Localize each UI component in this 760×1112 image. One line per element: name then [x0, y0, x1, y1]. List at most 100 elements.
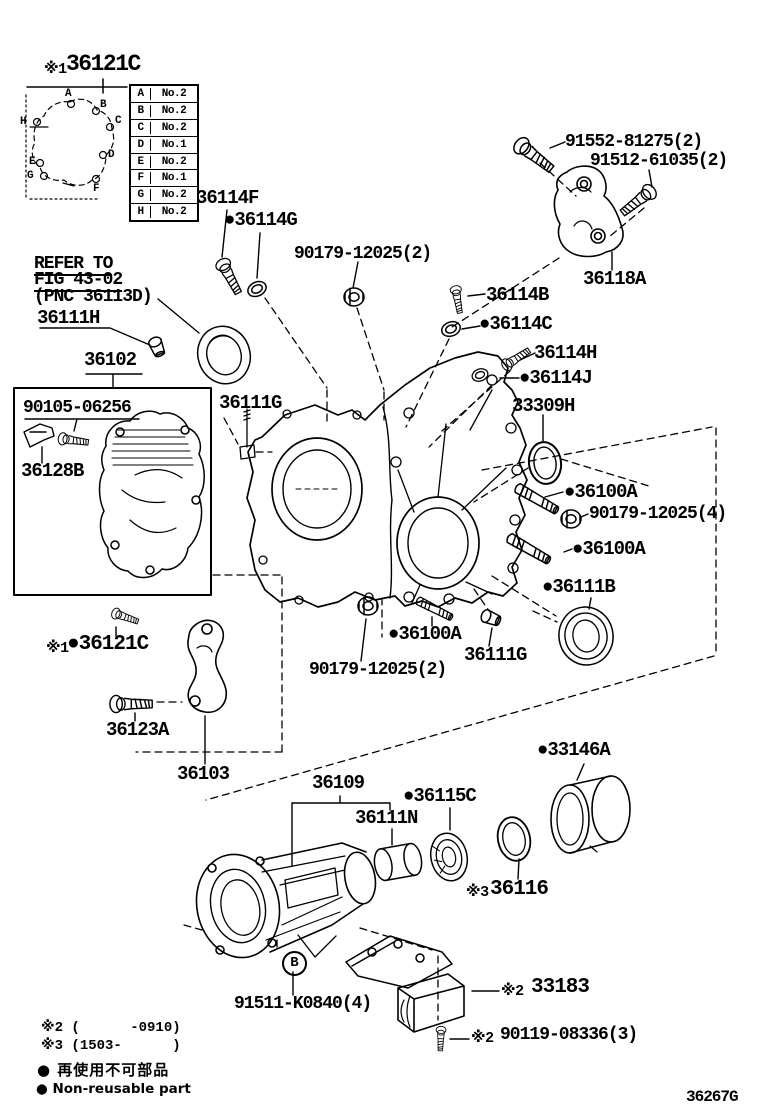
dashed-lines: [135, 162, 717, 1021]
washer-36114g: [244, 277, 270, 301]
part-label-91511-k0840: 91511-K0840(4): [234, 994, 372, 1014]
part-label-36111n: 36111N: [355, 807, 418, 829]
part-label-36111g-top: 36111G: [219, 392, 282, 414]
part-label-36100a-2: ●36100A: [572, 538, 646, 560]
transfer-case-housing: [246, 351, 528, 608]
inset-part-number: 36121C: [66, 51, 141, 77]
nut-90179-top: [343, 287, 365, 307]
gasket-point-f: F: [93, 183, 100, 195]
gasket-point-g: G: [27, 170, 34, 182]
bracket-36103: [187, 619, 228, 714]
part-label-36115c: ●36115C: [403, 785, 477, 807]
gasket-point-b: B: [100, 99, 107, 111]
gasket-point-a: A: [65, 88, 72, 100]
bolt-36114f: [213, 255, 246, 298]
part-label-90179-12025-4: 90179-12025(4): [589, 504, 727, 524]
insulator-33183: [397, 973, 465, 1033]
breather-plug-36111h: [146, 334, 168, 360]
ref-mark-90119: ※2: [471, 1030, 494, 1047]
inset-gasket-sketch: [25, 78, 128, 200]
part-label-36102: 36102: [84, 349, 137, 371]
ref-mark-33183: ※2: [501, 983, 524, 1000]
seal-ring-36116: [496, 816, 532, 862]
view-marker-b: B: [282, 951, 307, 976]
gasket-point-c: C: [115, 115, 122, 127]
plug-36111g-bottom: [478, 607, 504, 629]
part-label-33309h: 33309H: [512, 395, 575, 417]
part-label-90105-06256: 90105-06256: [23, 398, 132, 418]
refer-note-line2: FIG 43-02: [34, 270, 123, 292]
part-label-36114j: ●36114J: [519, 367, 593, 389]
footnote-nonreusable-jp: ● 再使用不可部品: [37, 1061, 170, 1079]
bolt-36123a: [109, 694, 153, 714]
inset-ref-mark: ※1: [44, 61, 67, 78]
footnote-nonreusable-en: ● Non-reusable part: [36, 1081, 191, 1097]
nut-90179-bottom: [357, 596, 379, 616]
mount-bracket: [345, 935, 453, 989]
figure-code: 36267G: [686, 1088, 739, 1106]
o-ring-33309h: [527, 441, 563, 485]
bolt-36111g-top: [239, 408, 256, 460]
part-label-36111b: ●36111B: [542, 576, 616, 598]
sleeve-36111n: [373, 842, 423, 882]
bolt-90119: [434, 1025, 447, 1052]
part-label-33146a: ●33146A: [537, 739, 611, 761]
nut-90179-right: [560, 509, 582, 529]
ref-mark-36116: ※3: [466, 884, 489, 901]
part-label-36114b: 36114B: [486, 284, 549, 306]
gasket-point-h: H: [20, 116, 27, 128]
part-label-36123a: 36123A: [106, 719, 169, 741]
oil-seal-36111b: [558, 606, 614, 666]
ref-mark-36121c: ※1: [46, 640, 69, 657]
refer-note-line1: REFER TO: [34, 254, 113, 276]
stud-36100a-1: [512, 481, 561, 517]
part-label-36114g: ●36114G: [224, 209, 298, 231]
footnote-ref2: ※2 ( -0910): [41, 1020, 181, 1036]
part-label-91552-81275: 91552-81275(2): [565, 132, 703, 152]
oil-seal-36113d: [196, 325, 252, 385]
bolt-36121c: [109, 606, 141, 628]
stud-36100a-2: [504, 531, 553, 567]
part-label-90179-12025-bottom: 90179-12025(2): [309, 660, 447, 680]
part-label-36121c: ●36121C: [67, 633, 149, 656]
front-cover-box: [13, 387, 212, 596]
bolt-90105: [56, 431, 90, 449]
refer-note-line3: (PNC 36113D): [34, 287, 153, 307]
part-label-36100a-3: ●36100A: [388, 623, 462, 645]
bolt-91552: [510, 133, 558, 178]
stud-36100a-3: [414, 595, 455, 623]
bolt-36114b: [449, 284, 466, 315]
clip-90105: [23, 423, 55, 448]
part-label-36100a-1: ●36100A: [564, 481, 638, 503]
footnote-ref3: ※3 (1503- ): [41, 1038, 181, 1054]
part-label-36111h: 36111H: [37, 307, 100, 329]
part-label-90119-08336: 90119-08336(3): [500, 1025, 638, 1045]
gasket-point-e: E: [29, 156, 36, 168]
front-cover-casting: [98, 410, 205, 579]
gasket-point-d: D: [108, 149, 115, 161]
part-label-36114f: 36114F: [196, 187, 259, 209]
bracket-36118a: [553, 165, 624, 258]
bearing-36115c: [429, 832, 469, 882]
part-label-36103: 36103: [177, 763, 230, 785]
part-label-36111g-bottom: 36111G: [464, 644, 527, 666]
part-label-36114c: ●36114C: [479, 313, 553, 335]
extension-housing-36109: [195, 842, 377, 959]
part-label-36116: 36116: [490, 878, 549, 901]
part-label-33183: 33183: [531, 976, 590, 999]
part-label-90179-12025-top: 90179-12025(2): [294, 244, 432, 264]
bolt-91512: [616, 181, 660, 221]
part-label-36109: 36109: [312, 772, 365, 794]
part-label-36114h: 36114H: [534, 342, 597, 364]
